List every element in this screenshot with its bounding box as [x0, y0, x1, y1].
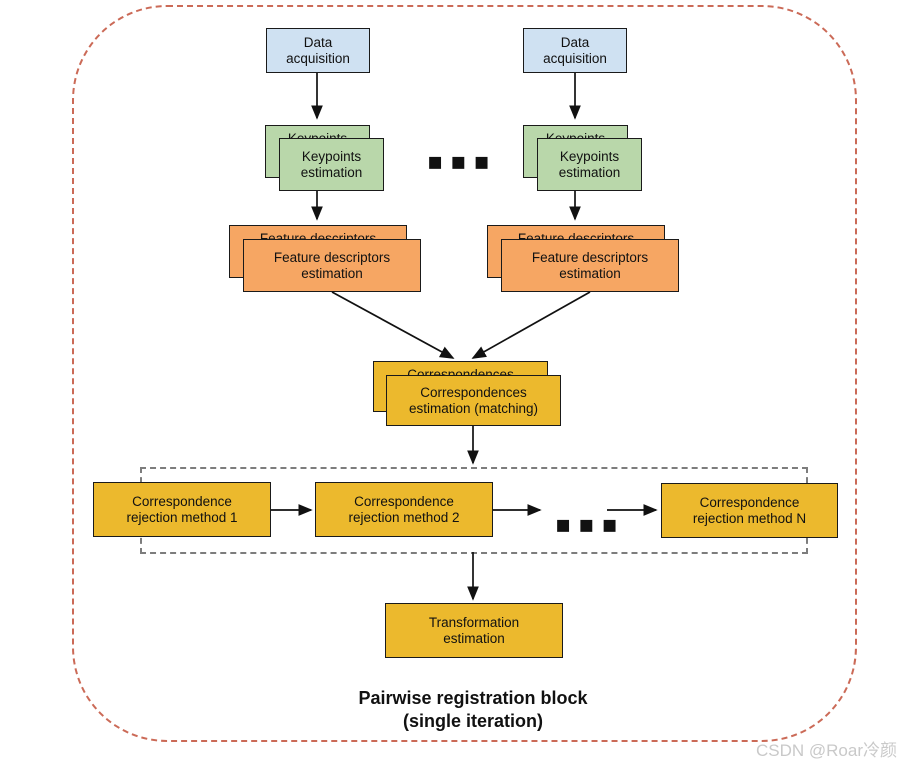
watermark-text: CSDN @Roar冷颜 [756, 741, 897, 760]
node-keypoints-left: Keypoints estimation [279, 138, 384, 191]
node-feature-descriptors-right: Feature descriptors estimation [501, 239, 679, 292]
node-rejection-method-2: Correspondence rejection method 2 [315, 482, 493, 537]
node-data-acquisition-right: Data acquisition [523, 28, 627, 73]
node-feature-descriptors-left: Feature descriptors estimation [243, 239, 421, 292]
node-keypoints-right: Keypoints estimation [537, 138, 642, 191]
node-data-acquisition-left: Data acquisition [266, 28, 370, 73]
ellipsis-between-rejection-methods: ▪▪▪ [555, 510, 625, 538]
node-rejection-method-n: Correspondence rejection method N [661, 483, 838, 538]
node-transformation-estimation: Transformation estimation [385, 603, 563, 658]
node-correspondences: Correspondences estimation (matching) [386, 375, 561, 426]
node-rejection-method-1: Correspondence rejection method 1 [93, 482, 271, 537]
ellipsis-between-pipelines: ▪▪▪ [427, 147, 497, 175]
pairwise-block-dashed-border [72, 5, 857, 742]
diagram-title: Pairwise registration block (single iter… [358, 688, 588, 731]
